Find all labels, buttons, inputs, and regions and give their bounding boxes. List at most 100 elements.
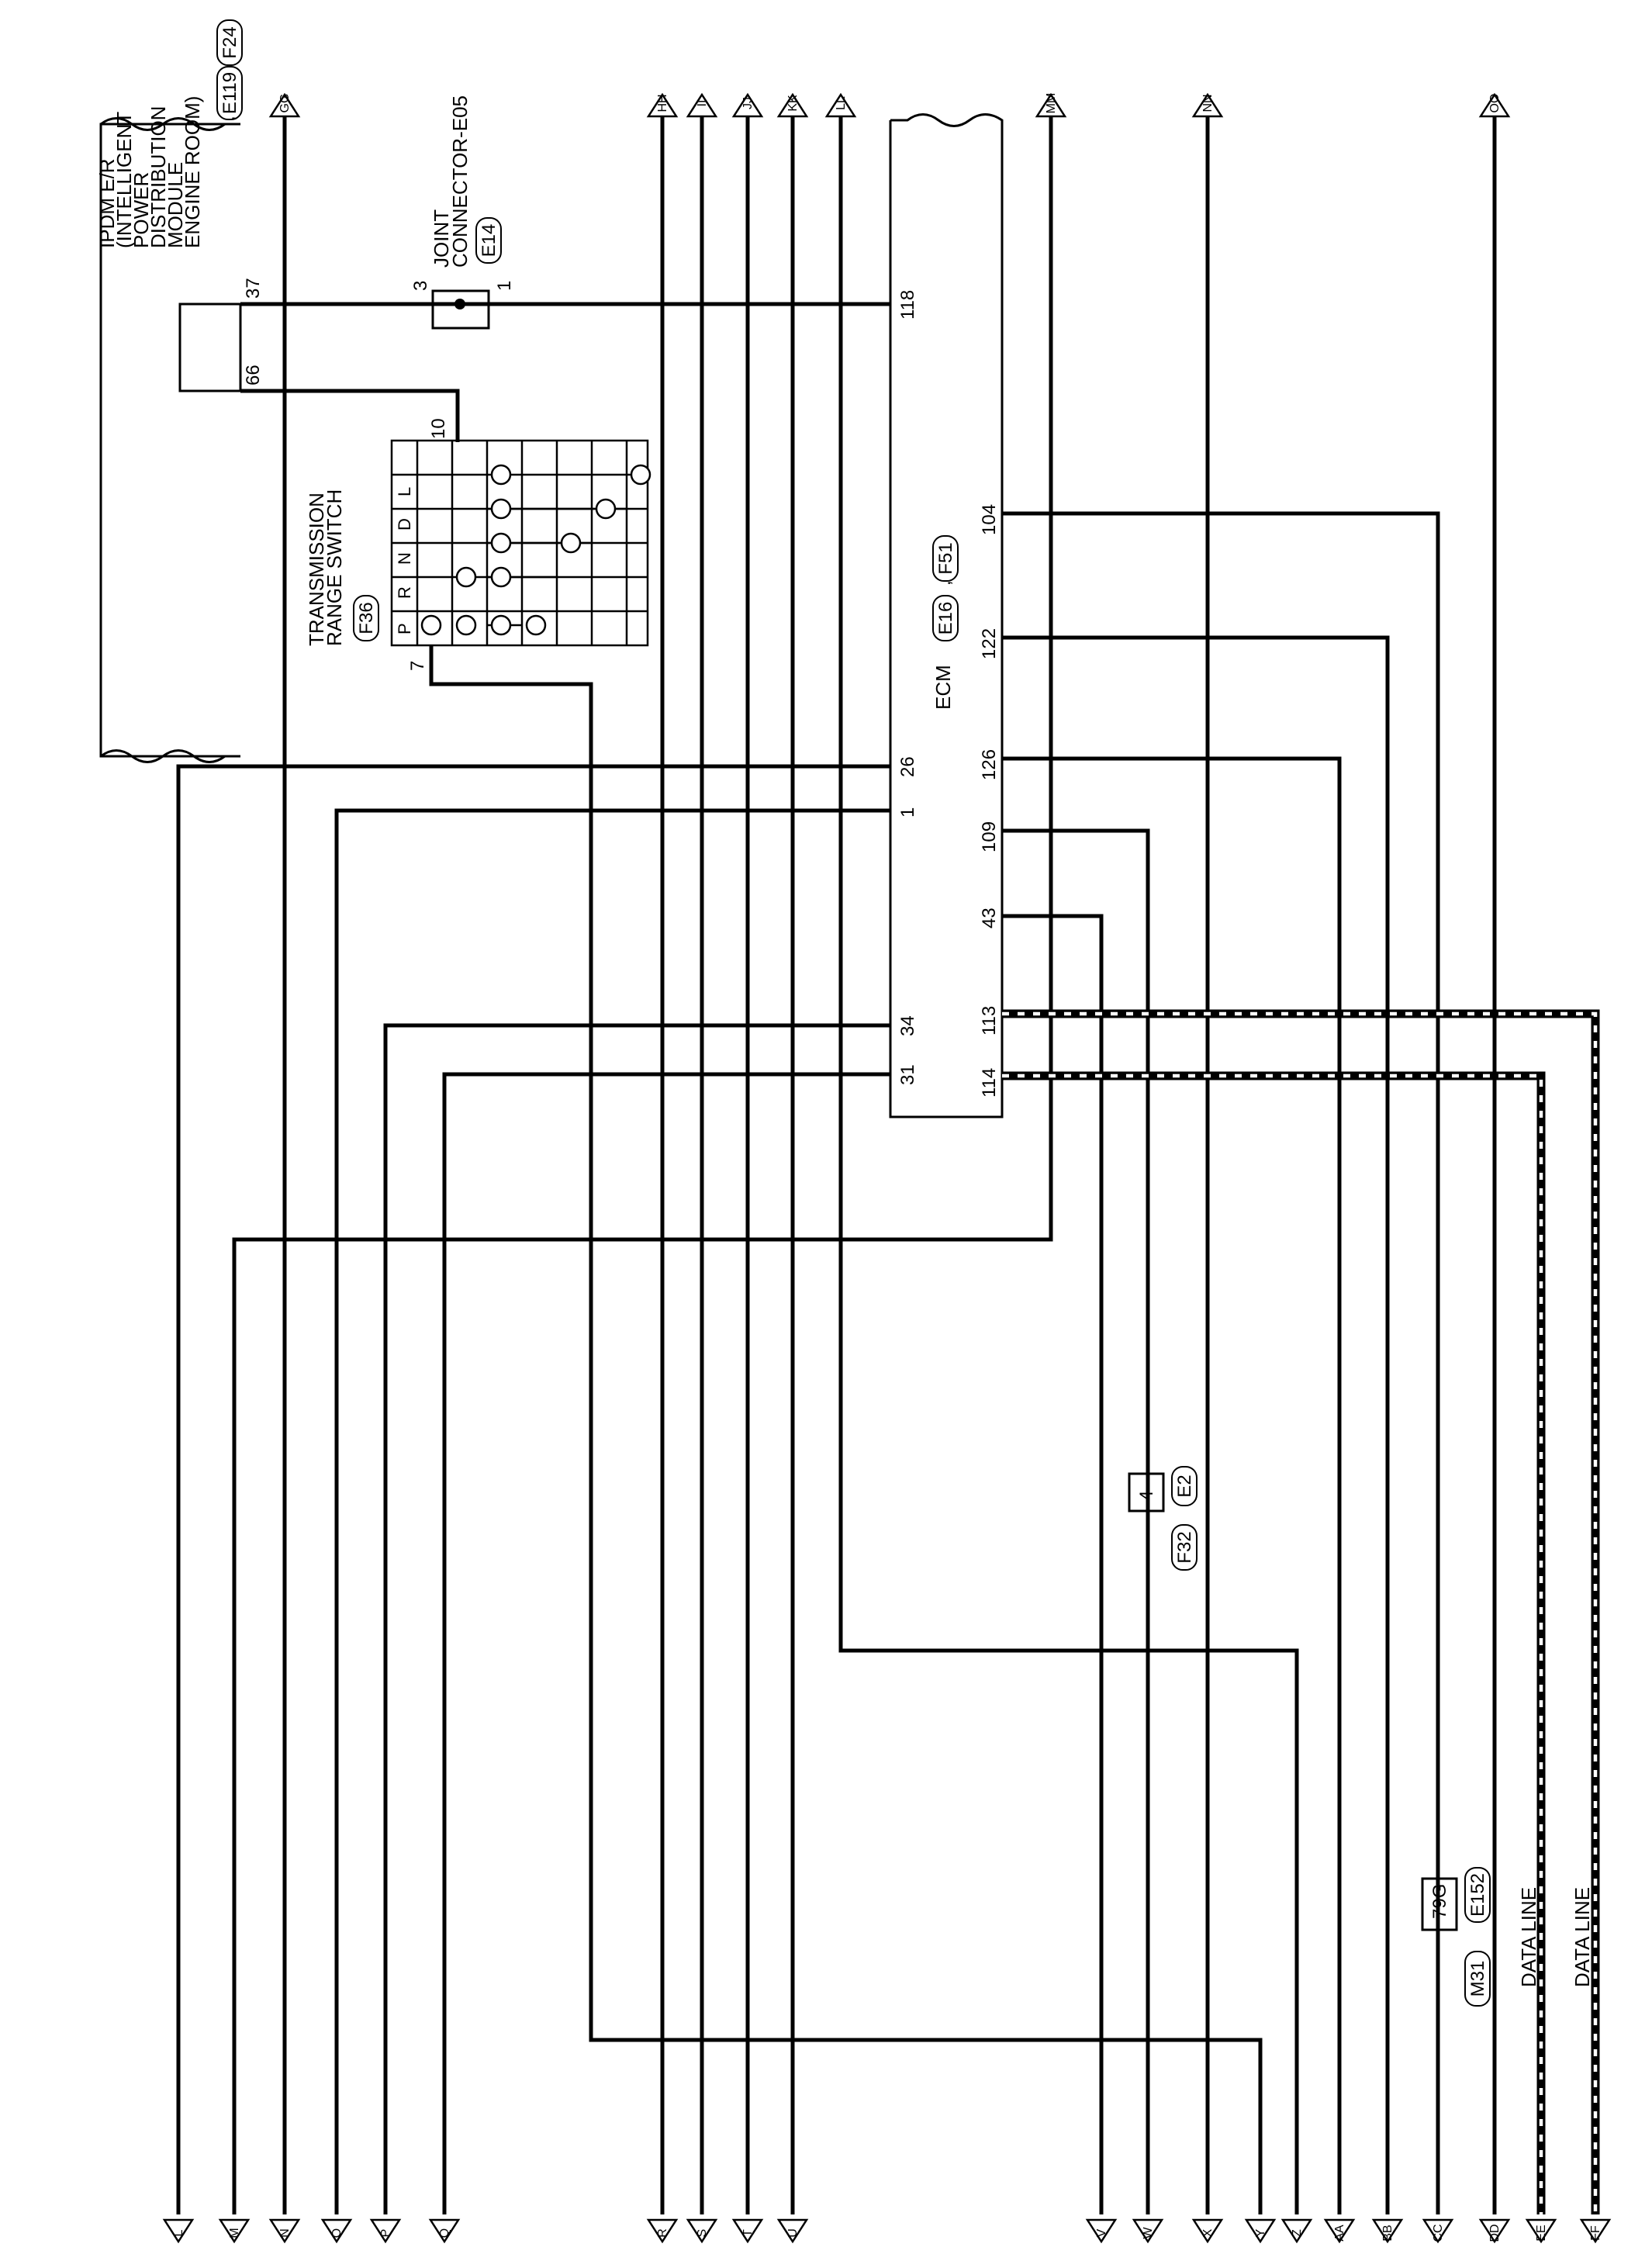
ipdm-label-line-2: (INTELLIGENT xyxy=(112,112,136,248)
bottom-terminal-u: U xyxy=(776,2218,809,2244)
top-terminal-hh: HH xyxy=(646,92,679,118)
svg-text:KK: KK xyxy=(786,95,800,112)
joint-pin-1: 1 xyxy=(494,281,515,291)
svg-text:4: 4 xyxy=(1136,1491,1157,1501)
wire-34-p xyxy=(383,1023,890,2214)
connector-ipdm-f24: F24 xyxy=(216,19,243,66)
bottom-terminal-p: P xyxy=(369,2218,402,2244)
svg-text:Y: Y xyxy=(1254,2228,1267,2237)
ecm-pin-34: 34 xyxy=(897,1015,918,1036)
data-line-label-2: DATA LINE xyxy=(1571,1887,1594,1987)
svg-text:E2: E2 xyxy=(1174,1474,1195,1497)
switch-contact-6 xyxy=(490,566,512,588)
svg-text:M: M xyxy=(228,2228,241,2238)
wire-109-w xyxy=(1002,828,1150,2214)
svg-text:EE: EE xyxy=(1535,2225,1548,2241)
connector-f32: F32 xyxy=(1171,1524,1198,1571)
svg-text:V: V xyxy=(1095,2228,1108,2237)
ecm-body xyxy=(889,113,1004,1118)
svg-text:79G: 79G xyxy=(1429,1884,1450,1919)
junction-dot xyxy=(454,299,465,309)
top-terminal-jj: JJ xyxy=(731,92,764,118)
svg-text:O: O xyxy=(330,2228,344,2238)
switch-pos-r: R xyxy=(395,586,414,599)
svg-text:E152: E152 xyxy=(1467,1873,1488,1917)
switch-contact-1 xyxy=(420,614,442,636)
ipdm-pin-37: 37 xyxy=(243,278,264,299)
switch-pos-p: P xyxy=(395,623,414,634)
ecm-pin-1: 1 xyxy=(897,807,918,818)
svg-text:JJ: JJ xyxy=(741,97,755,109)
bottom-terminal-o: O xyxy=(320,2218,353,2244)
ecm-pin-109: 109 xyxy=(979,821,1000,852)
top-terminal-ii: II xyxy=(686,92,718,118)
bottom-terminal-v: V xyxy=(1085,2218,1118,2244)
ipdm-label-line-6: ENGINE ROOM) xyxy=(181,96,204,248)
svg-text:P: P xyxy=(379,2229,392,2238)
top-terminal-gg: GG xyxy=(268,92,301,118)
switch-pin-7: 7 xyxy=(407,661,428,671)
ecm-group: ECM E16 , F51 xyxy=(931,535,959,710)
ecm-right-pins: 104 122 126 109 43 113 114 xyxy=(979,504,1000,1098)
svg-text:CC: CC xyxy=(1432,2224,1445,2242)
bottom-terminal-s: S xyxy=(686,2218,718,2244)
data-line-label-1: DATA LINE xyxy=(1517,1887,1540,1987)
component-outlines xyxy=(99,113,1458,1931)
svg-text:F32: F32 xyxy=(1174,1531,1195,1563)
ecm-pin-104: 104 xyxy=(979,504,1000,535)
bottom-terminal-ff: FF xyxy=(1579,2218,1612,2244)
wire-26-l xyxy=(176,764,890,2214)
svg-text:E14: E14 xyxy=(479,224,499,258)
wires xyxy=(176,116,1497,2214)
svg-text:NN: NN xyxy=(1201,94,1215,112)
joint-label-line-2: CONNECTOR-E05 xyxy=(448,95,472,268)
bottom-terminal-r: R xyxy=(646,2218,679,2244)
ecm-pin-122: 122 xyxy=(979,628,1000,659)
switch-label-line-1: TRANSMISSION xyxy=(305,493,328,646)
svg-text:L: L xyxy=(172,2229,185,2236)
ecm-pin-26: 26 xyxy=(897,756,918,777)
wire-ll-z xyxy=(838,116,1299,2214)
svg-text:W: W xyxy=(1142,2227,1155,2239)
bottom-terminal-bb: BB xyxy=(1371,2218,1404,2244)
wire-switch-7-y xyxy=(429,645,1263,2214)
data-lines xyxy=(1002,1009,1600,2214)
switch-contact-12 xyxy=(630,464,651,486)
svg-text:S: S xyxy=(696,2229,709,2238)
transmission-range-switch-group: TRANSMISSION RANGE SWITCH F36 P R N D L … xyxy=(305,418,449,671)
joint-pin-3: 3 xyxy=(410,281,431,291)
switch-contact-9 xyxy=(490,498,512,520)
switch-contact-7 xyxy=(490,532,512,554)
bottom-terminal-y: Y xyxy=(1244,2218,1277,2244)
wire-1-o xyxy=(334,808,890,2214)
connector-e2: E2 xyxy=(1171,1466,1198,1506)
bottom-terminal-q: Q xyxy=(428,2218,461,2244)
ecm-connector-sep: , xyxy=(934,580,955,586)
ecm-left-pins: 118 26 1 34 31 xyxy=(897,290,918,1085)
svg-text:HH: HH xyxy=(656,94,669,112)
switch-pos-d: D xyxy=(395,518,414,531)
switch-contacts xyxy=(420,464,651,636)
ground-block-4: 4 E2 F32 xyxy=(1136,1466,1198,1571)
switch-pos-n: N xyxy=(395,552,414,565)
connector-ecm-f51: F51 xyxy=(932,535,959,582)
switch-contact-5 xyxy=(455,566,477,588)
svg-text:FF: FF xyxy=(1589,2225,1602,2241)
bottom-terminal-cc: CC xyxy=(1422,2218,1454,2244)
svg-text:F36: F36 xyxy=(356,602,377,634)
ipdm-group: IPDM E/R (INTELLIGENT POWER DISTRIBUTION… xyxy=(95,19,264,385)
wire-126-aa xyxy=(1002,756,1342,2214)
wire-31-q xyxy=(442,1072,890,2214)
svg-text:E119: E119 xyxy=(219,72,240,114)
top-terminal-nn: NN xyxy=(1191,92,1224,118)
svg-text:R: R xyxy=(656,2228,669,2238)
top-terminal-mm: MM xyxy=(1035,93,1067,118)
wire-66-switch xyxy=(240,389,460,442)
svg-text:OO: OO xyxy=(1488,94,1502,113)
connector-ipdm-e119: E119 xyxy=(216,66,243,120)
bottom-terminal-w: W xyxy=(1132,2218,1164,2244)
wire-104-cc xyxy=(1002,511,1440,2214)
ecm-label: ECM xyxy=(931,665,955,710)
ipdm-body xyxy=(99,117,240,763)
